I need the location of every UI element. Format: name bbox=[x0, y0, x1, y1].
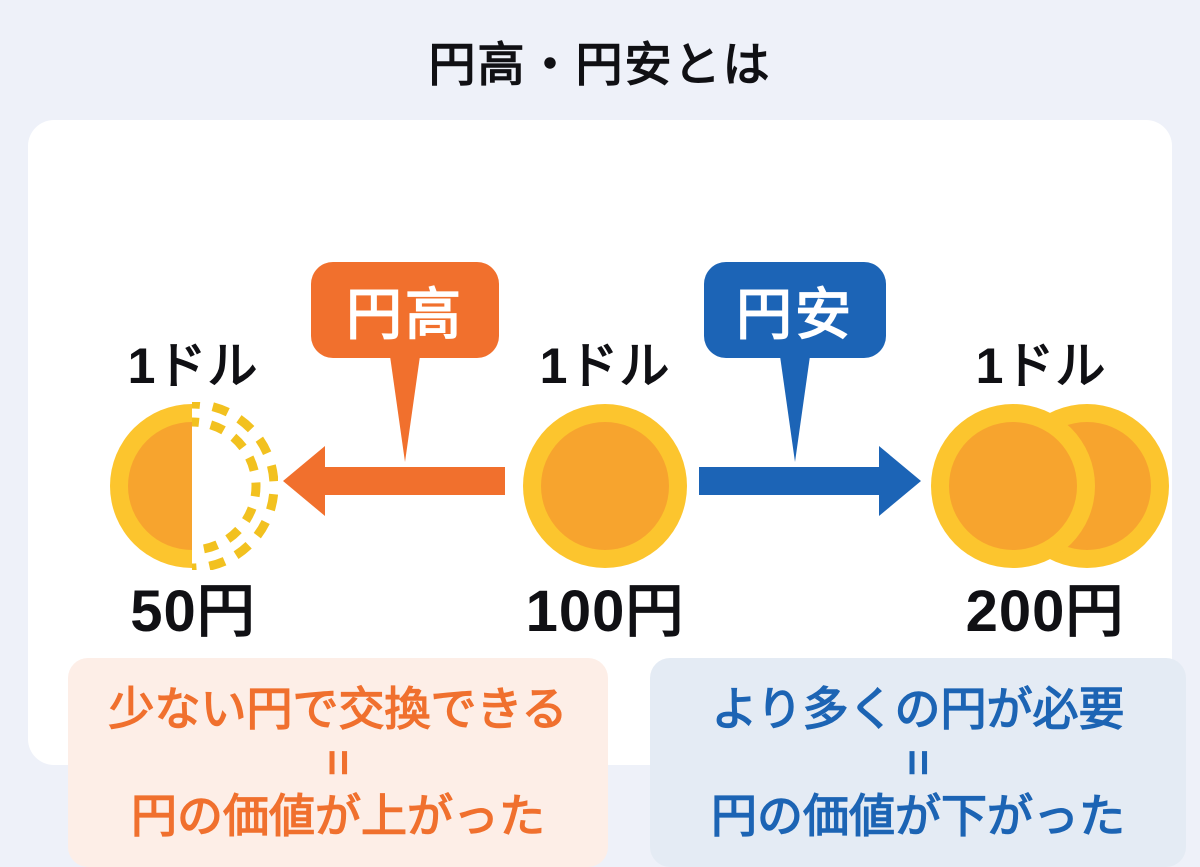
enyasu-note-line1: より多くの円が必要 bbox=[711, 682, 1125, 735]
infographic-canvas: 円高・円安とは 1ドル 1ドル 1ドル 円高 円安 bbox=[28, 38, 1186, 867]
endaka-note-line1: 少ない円で交換できる bbox=[108, 682, 568, 735]
right-dollar-label: 1ドル bbox=[975, 338, 1107, 394]
down-pointer-icon bbox=[780, 356, 810, 462]
down-pointer-icon bbox=[390, 356, 420, 462]
half-coin-icon bbox=[110, 402, 278, 570]
left-amount-label: 50円 bbox=[130, 579, 256, 644]
enyasu-note-box: より多くの円が必要 = 円の価値が下がった bbox=[650, 658, 1186, 867]
left-dollar-label: 1ドル bbox=[127, 338, 259, 394]
endaka-note-equals: = bbox=[312, 749, 365, 776]
enyasu-badge-label: 円安 bbox=[736, 282, 854, 346]
right-amount-label: 200円 bbox=[965, 579, 1125, 644]
left-arrow-icon bbox=[283, 446, 505, 516]
right-arrow-icon bbox=[699, 446, 921, 516]
endaka-badge: 円高 bbox=[311, 262, 499, 358]
enyasu-badge: 円安 bbox=[704, 262, 886, 358]
endaka-badge-label: 円高 bbox=[346, 282, 464, 346]
coin-icon bbox=[523, 404, 687, 568]
endaka-note-box: 少ない円で交換できる = 円の価値が上がった bbox=[68, 658, 608, 867]
page-title: 円高・円安とは bbox=[428, 38, 772, 91]
center-amount-label: 100円 bbox=[525, 579, 685, 644]
center-dollar-label: 1ドル bbox=[539, 338, 671, 394]
enyasu-note-equals: = bbox=[892, 749, 945, 776]
enyasu-note-line2: 円の価値が下がった bbox=[711, 790, 1125, 843]
double-coin-icon bbox=[931, 404, 1169, 568]
endaka-note-line2: 円の価値が上がった bbox=[131, 790, 545, 843]
main-card: 1ドル 1ドル 1ドル 円高 円安 bbox=[28, 120, 1186, 867]
